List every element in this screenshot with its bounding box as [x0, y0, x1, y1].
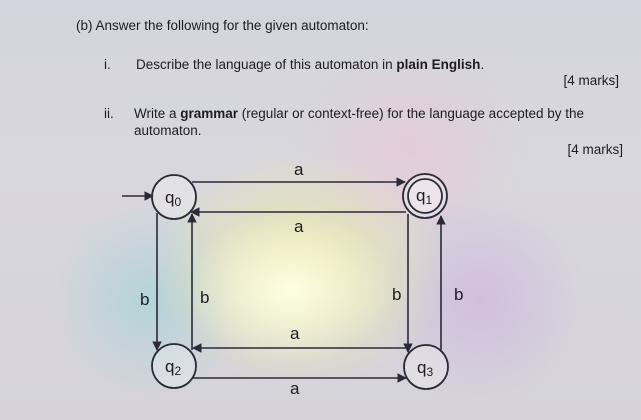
state-q1-label: q1	[416, 186, 432, 207]
question-i: i.	[104, 57, 111, 72]
part-heading: (b) Answer the following for the given a…	[76, 18, 369, 33]
state-q1	[402, 173, 448, 219]
state-q2	[151, 343, 197, 389]
state-q3	[403, 344, 449, 390]
question-i-marks: [4 marks]	[563, 73, 619, 88]
question-i-numeral: i.	[104, 57, 111, 72]
state-q0	[151, 174, 197, 220]
question-ii-text: Write a grammar (regular or context-free…	[134, 106, 584, 121]
label-q0-q1: a	[294, 160, 304, 179]
state-q3-label: q3	[417, 358, 433, 379]
question-i-text: Describe the language of this automaton …	[136, 57, 485, 72]
question-ii-marks: [4 marks]	[567, 142, 623, 157]
label-q3-q1: b	[454, 285, 463, 304]
label-q2-q0: b	[200, 288, 209, 307]
state-q0-label: q0	[165, 188, 181, 209]
question-ii: ii.	[104, 106, 114, 121]
label-q2-q3: a	[290, 379, 300, 398]
state-q1-accept-ring	[407, 178, 443, 214]
state-q2-label: q2	[165, 357, 181, 378]
question-ii-text-line2: automaton.	[134, 123, 202, 138]
question-ii-numeral: ii.	[104, 106, 114, 121]
label-q1-q0: a	[294, 217, 304, 236]
label-q0-q2: b	[140, 290, 149, 309]
label-q1-q3: b	[392, 285, 401, 304]
label-q3-q2: a	[290, 324, 300, 343]
